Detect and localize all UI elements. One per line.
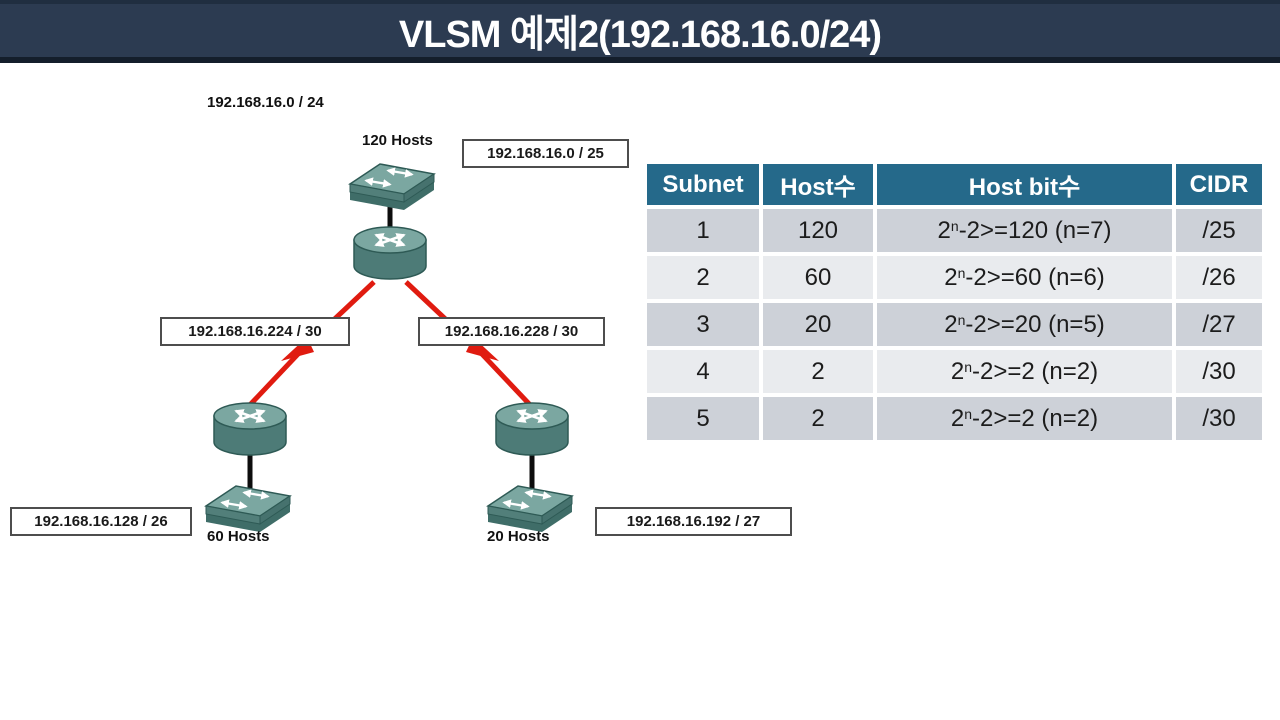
subnet-box-top-text: 192.168.16.0 / 25 [487, 145, 604, 162]
cell-hostbits: 2n-2>=20 (n=5) [877, 303, 1172, 346]
hosts-label-right: 20 Hosts [487, 528, 550, 545]
table-row: 2 60 2n-2>=60 (n=6) /26 [647, 256, 1262, 299]
cell-subnet: 1 [647, 209, 759, 252]
cell-cidr: /27 [1176, 303, 1262, 346]
cell-cidr: /25 [1176, 209, 1262, 252]
cell-hosts: 2 [763, 350, 873, 393]
cell-cidr: /26 [1176, 256, 1262, 299]
subnet-box-bottom-left: 192.168.16.128 / 26 [10, 507, 192, 536]
column-header-cidr: CIDR [1176, 164, 1262, 205]
subnet-box-link-left: 192.168.16.224 / 30 [160, 317, 350, 346]
table-header-row: Subnet Host수 Host bit수 CIDR [647, 164, 1262, 205]
subnet-box-link-left-text: 192.168.16.224 / 30 [188, 323, 322, 340]
cell-hosts: 20 [763, 303, 873, 346]
subnet-box-bottom-right: 192.168.16.192 / 27 [595, 507, 792, 536]
switch-icon-right [488, 486, 572, 532]
cell-hosts: 120 [763, 209, 873, 252]
cell-subnet: 4 [647, 350, 759, 393]
switch-icon-left [206, 486, 290, 532]
cell-subnet: 5 [647, 397, 759, 440]
column-header-hostbits: Host bit수 [877, 164, 1172, 205]
cell-hostbits: 2n-2>=60 (n=6) [877, 256, 1172, 299]
cell-hostbits: 2n-2>=120 (n=7) [877, 209, 1172, 252]
vlsm-table: Subnet Host수 Host bit수 CIDR 1 120 2n-2>=… [643, 160, 1266, 444]
cell-cidr: /30 [1176, 397, 1262, 440]
cell-subnet: 3 [647, 303, 759, 346]
subnet-box-link-right: 192.168.16.228 / 30 [418, 317, 605, 346]
title-bar: VLSM 예제2(192.168.16.0/24) [0, 0, 1280, 63]
table-row: 1 120 2n-2>=120 (n=7) /25 [647, 209, 1262, 252]
subnet-box-bottom-right-text: 192.168.16.192 / 27 [626, 513, 761, 530]
router-icon-left [214, 403, 286, 455]
cell-cidr: /30 [1176, 350, 1262, 393]
cell-hostbits: 2n-2>=2 (n=2) [877, 397, 1172, 440]
column-header-hosts: Host수 [763, 164, 873, 205]
hosts-label-left: 60 Hosts [207, 528, 270, 545]
cell-hosts: 60 [763, 256, 873, 299]
router-icon-center [354, 227, 426, 279]
table-row: 3 20 2n-2>=20 (n=5) /27 [647, 303, 1262, 346]
table-row: 4 2 2n-2>=2 (n=2) /30 [647, 350, 1262, 393]
router-icon-right [496, 403, 568, 455]
table-row: 5 2 2n-2>=2 (n=2) /30 [647, 397, 1262, 440]
column-header-subnet: Subnet [647, 164, 759, 205]
cell-subnet: 2 [647, 256, 759, 299]
switch-icon-top [350, 164, 434, 210]
network-address-label: 192.168.16.0 / 24 [207, 94, 324, 111]
subnet-box-link-right-text: 192.168.16.228 / 30 [444, 323, 579, 340]
page-title: VLSM 예제2(192.168.16.0/24) [398, 14, 882, 56]
subnet-box-top: 192.168.16.0 / 25 [462, 139, 629, 168]
cell-hosts: 2 [763, 397, 873, 440]
subnet-box-bottom-left-text: 192.168.16.128 / 26 [34, 513, 168, 530]
hosts-label-top: 120 Hosts [362, 132, 433, 149]
cell-hostbits: 2n-2>=2 (n=2) [877, 350, 1172, 393]
